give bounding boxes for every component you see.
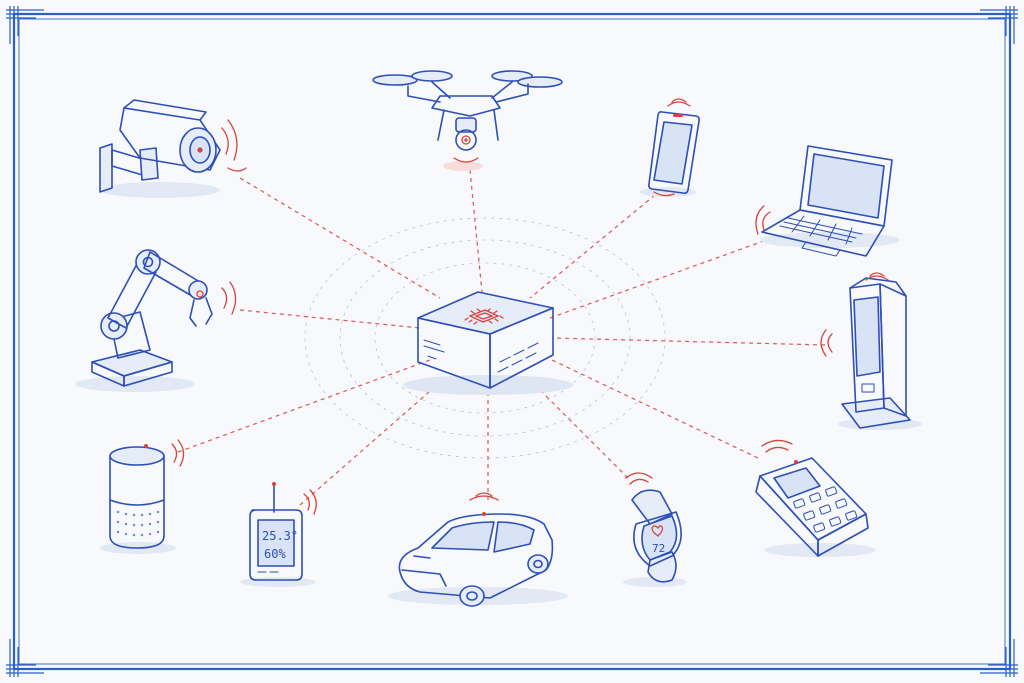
smartphone-icon xyxy=(640,98,700,197)
link-kiosk xyxy=(551,337,826,346)
border-frame xyxy=(6,6,1018,677)
kiosk-icon xyxy=(820,272,922,430)
link-watch xyxy=(529,379,629,479)
signal-rings xyxy=(304,217,666,459)
connection-links xyxy=(177,169,826,506)
connected-car-icon xyxy=(388,492,568,607)
drone-icon xyxy=(372,70,563,171)
link-camera xyxy=(239,177,441,299)
sensor-humidity-value: 60% xyxy=(264,547,286,561)
link-robot-arm xyxy=(239,309,421,329)
link-phone xyxy=(529,194,656,299)
smart-speaker-icon xyxy=(100,439,185,554)
link-drone xyxy=(469,169,483,293)
link-laptop xyxy=(549,237,773,319)
robotic-arm-icon xyxy=(75,249,237,392)
link-speaker xyxy=(177,359,431,453)
link-sensor xyxy=(299,377,446,506)
security-camera-icon xyxy=(99,99,247,198)
smartwatch-icon: 72 xyxy=(623,472,687,587)
watch-heart-rate-value: 72 xyxy=(652,542,665,555)
link-terminal xyxy=(551,359,759,459)
processor-chip-icon xyxy=(464,308,504,325)
environment-sensor-icon: 25.3° 60% xyxy=(240,482,317,587)
laptop-icon xyxy=(755,145,900,257)
edge-server-icon xyxy=(403,291,573,395)
payment-terminal-icon xyxy=(755,439,876,557)
sensor-temperature-value: 25.3° xyxy=(262,529,298,543)
